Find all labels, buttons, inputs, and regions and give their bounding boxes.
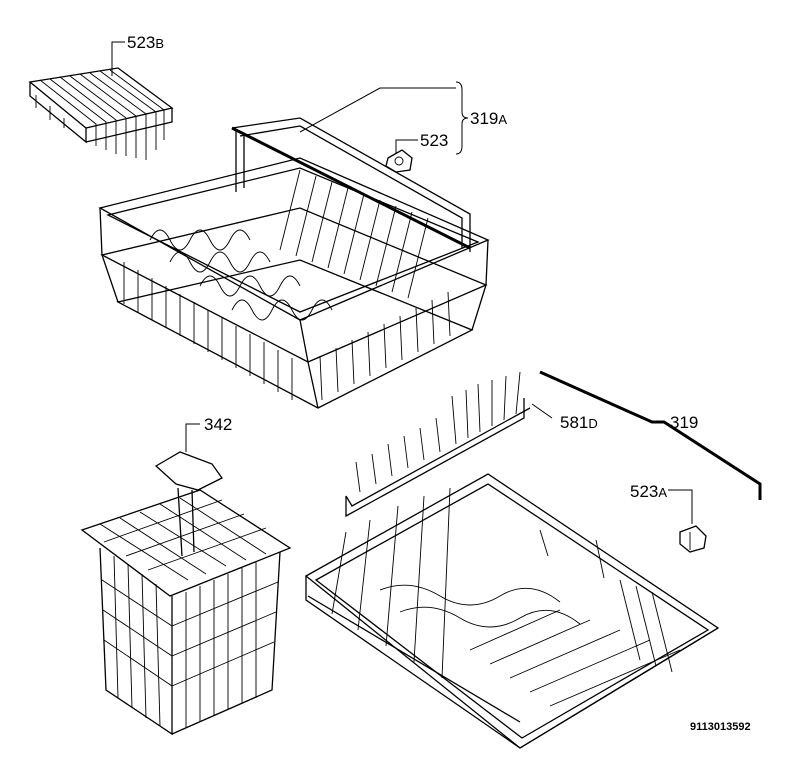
cutlery-basket-342	[80, 451, 292, 736]
cup-shelf-523b	[28, 67, 174, 160]
label-523a: 523A	[630, 482, 667, 501]
label-342: 342	[204, 415, 232, 434]
upper-basket	[98, 117, 490, 409]
lower-basket	[304, 473, 720, 749]
label-319a: 319A	[470, 109, 507, 128]
document-number: 9113013592	[690, 721, 751, 733]
leader-lines	[111, 41, 762, 524]
clip-523a	[679, 525, 707, 553]
label-581d: 581D	[560, 413, 598, 432]
label-523b: 523B	[127, 33, 164, 52]
clip-523	[385, 149, 413, 173]
label-319: 319	[670, 413, 698, 432]
tine-rack-581d	[345, 371, 531, 518]
label-523: 523	[420, 131, 448, 150]
